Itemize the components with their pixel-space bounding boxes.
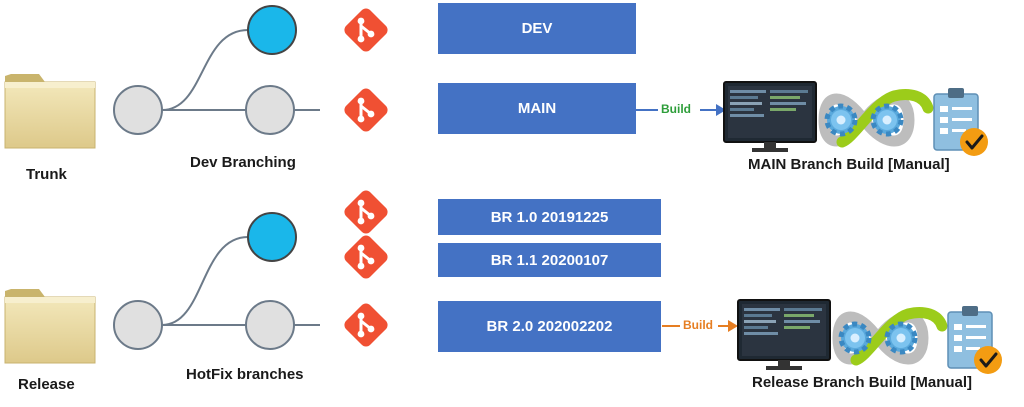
hotfix-branches-tree [161, 236, 320, 326]
git-icon [340, 4, 392, 56]
git-icon [340, 186, 392, 238]
trunk-label: Trunk [26, 166, 67, 183]
folder-icon [4, 288, 96, 364]
hotfix-branches-label: HotFix branches [186, 366, 304, 383]
hotfix-node [247, 212, 297, 262]
branch-box-main: MAIN [438, 83, 636, 134]
main-build-arrow-label: Build [661, 102, 691, 116]
release-build-label: Release Branch Build [Manual] [752, 374, 973, 391]
git-icon [340, 299, 392, 351]
branch-box-br20: BR 2.0 202002202 [438, 301, 661, 352]
dev-node [247, 5, 297, 55]
dev-branching-label: Dev Branching [190, 154, 296, 171]
git-icon [340, 231, 392, 283]
branch-box-br10: BR 1.0 20191225 [438, 199, 661, 235]
main-build-pipeline-icon [724, 82, 988, 156]
main-node [245, 85, 295, 135]
main-build-arrow [636, 104, 726, 116]
branch-box-dev: DEV [438, 3, 636, 54]
trunk-node [113, 85, 163, 135]
git-icon [340, 84, 392, 136]
dev-branching-tree [161, 29, 320, 111]
release-label: Release [18, 376, 75, 393]
branch-box-br11: BR 1.1 20200107 [438, 243, 661, 277]
release-build-arrow [662, 320, 738, 332]
release-branch-node [245, 300, 295, 350]
main-build-label: MAIN Branch Build [Manual] [748, 156, 950, 173]
release-build-arrow-label: Build [683, 318, 713, 332]
folder-icon [4, 73, 96, 149]
release-build-pipeline-icon [738, 300, 1002, 374]
release-node [113, 300, 163, 350]
